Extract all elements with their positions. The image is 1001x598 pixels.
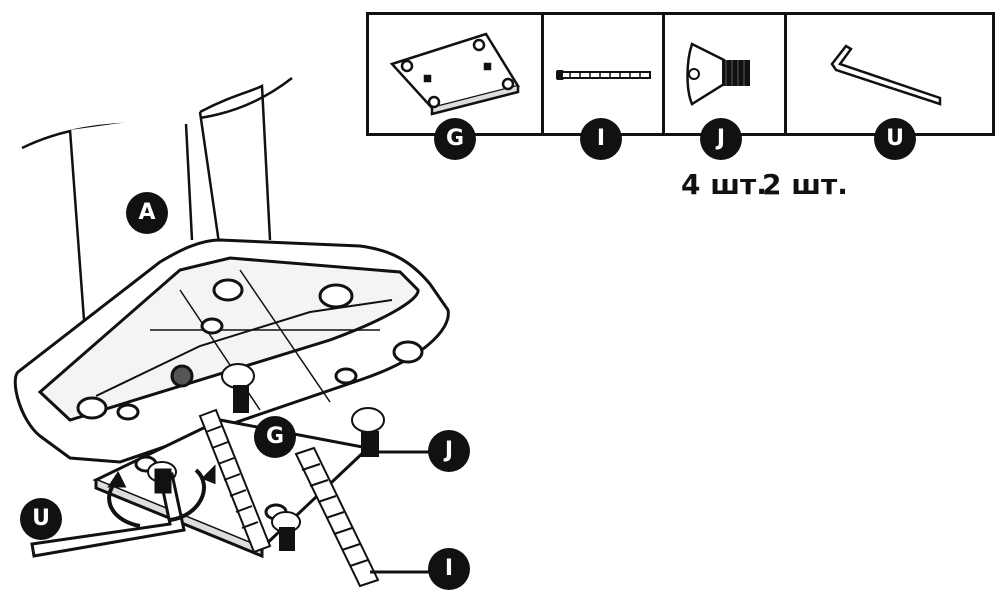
part-label-j: J xyxy=(700,118,742,160)
callout-g: G xyxy=(254,416,296,458)
countersunk-screw-icon xyxy=(686,42,750,106)
leg-base xyxy=(13,238,450,464)
quantity-u: 2 шт. xyxy=(762,168,848,201)
part-cell-u xyxy=(784,12,995,136)
hex-key-tool xyxy=(30,464,216,558)
part-label-i: I xyxy=(580,118,622,160)
quantity-j: 4 шт. xyxy=(681,168,767,201)
callout-j: J xyxy=(428,430,470,472)
leader-lines xyxy=(370,450,430,574)
long-bolt-icon xyxy=(556,70,651,80)
part-label-u: U xyxy=(874,118,916,160)
long-bolts-i xyxy=(198,408,380,588)
mounting-plate-icon xyxy=(389,32,520,116)
hex-key-icon xyxy=(830,44,942,106)
callout-i: I xyxy=(428,548,470,590)
part-label-g: G xyxy=(434,118,476,160)
callout-u: U xyxy=(20,498,62,540)
callout-a: A xyxy=(126,192,168,234)
